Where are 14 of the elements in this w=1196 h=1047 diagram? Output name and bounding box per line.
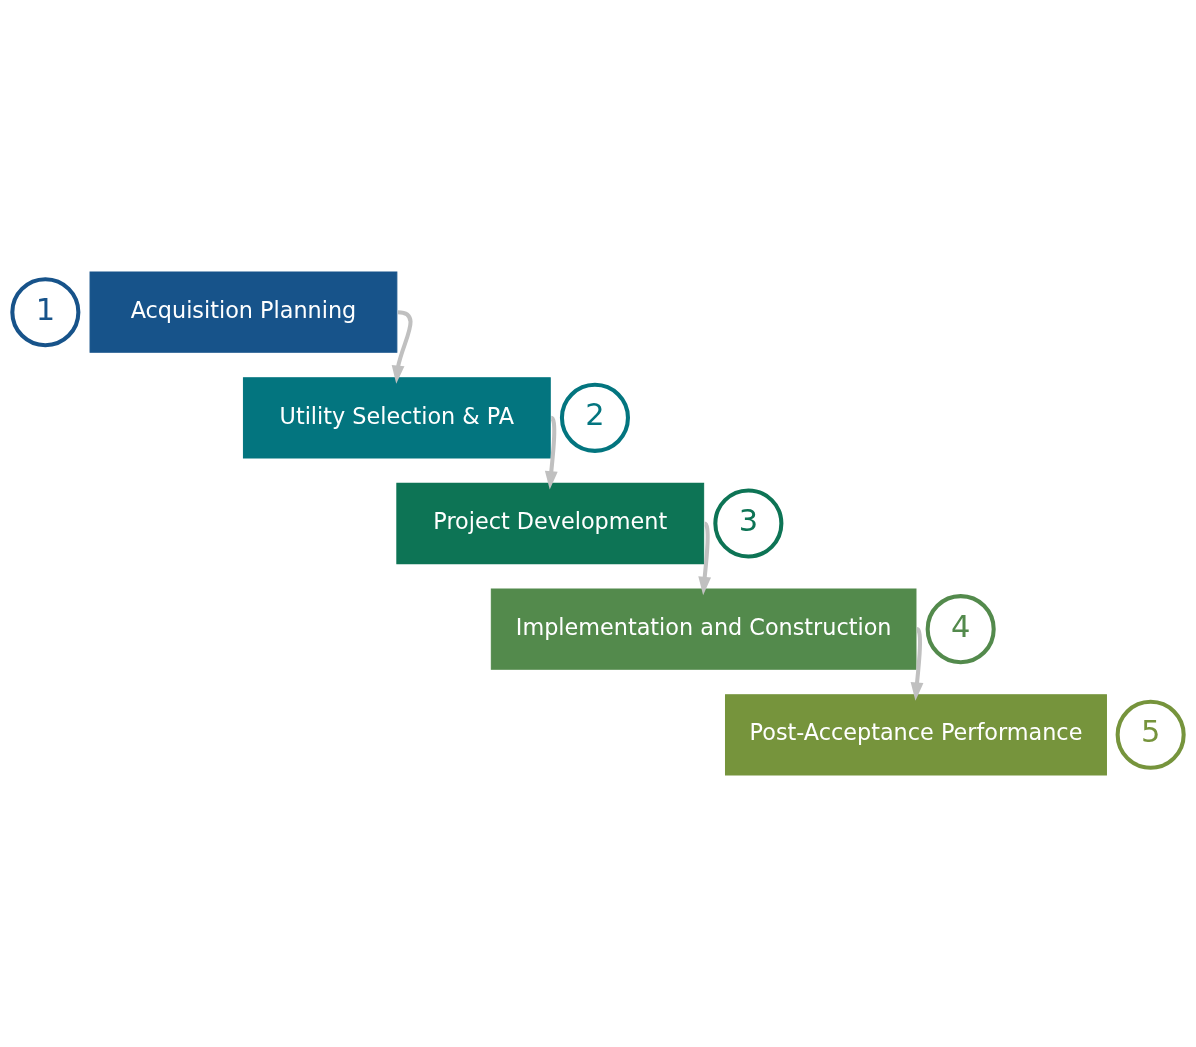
node-box: Acquisition Planning xyxy=(89,271,398,353)
node-circle: 1 xyxy=(10,277,81,348)
arrow xyxy=(910,627,924,701)
node-box: Project Development xyxy=(396,482,705,565)
node-circle: 2 xyxy=(559,382,630,453)
node-circle: 3 xyxy=(713,488,784,559)
node-circle: 5 xyxy=(1115,699,1186,770)
node-circle: 4 xyxy=(925,594,996,665)
node-box: Post-Acceptance Performance xyxy=(725,694,1107,776)
arrow xyxy=(544,416,558,490)
arrow xyxy=(698,522,712,596)
node-box: Utility Selection & PA xyxy=(242,377,551,459)
node-box: Implementation and Construction xyxy=(490,588,917,670)
arrow xyxy=(391,310,413,384)
